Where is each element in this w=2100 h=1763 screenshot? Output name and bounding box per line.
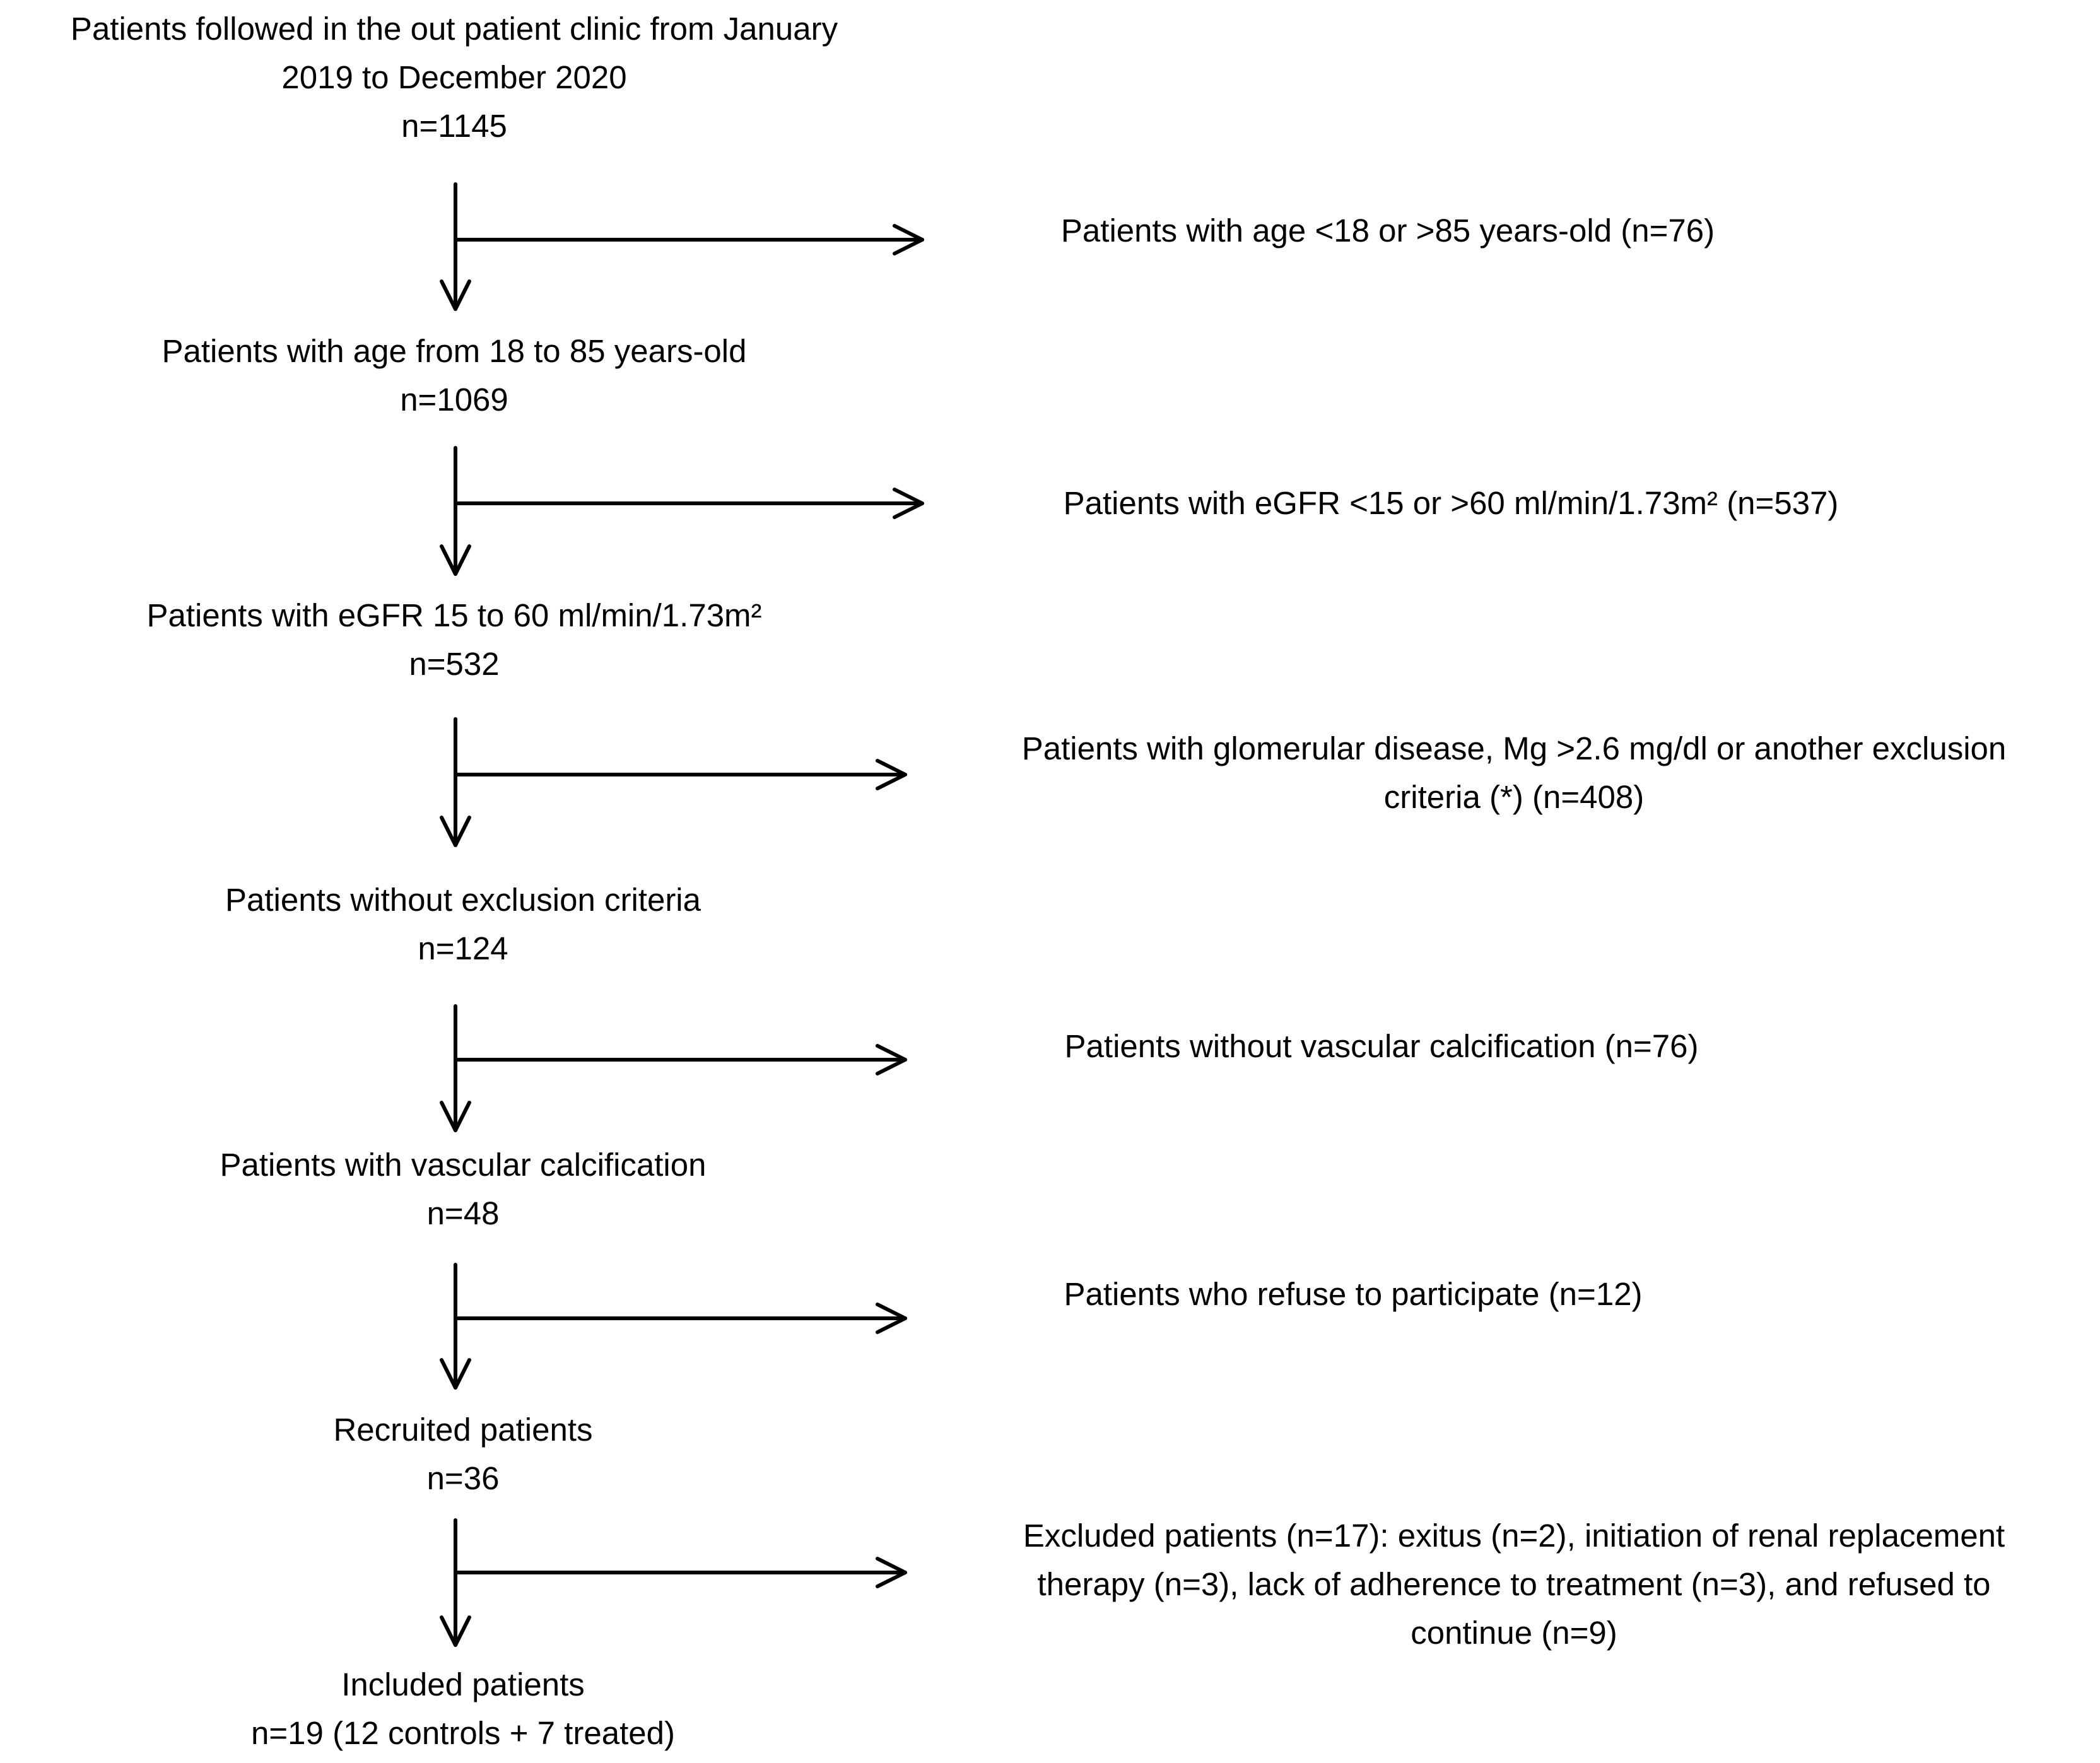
- exclusion-4-line-1: Patients without vascular calcification …: [1064, 1028, 1699, 1064]
- side-arrowhead-1: [893, 224, 924, 255]
- stage-3-line-1: Patients with eGFR 15 to 60 ml/min/1.73m…: [146, 597, 762, 633]
- exclusion-5-line-1: Patients who refuse to participate (n=12…: [1064, 1276, 1643, 1312]
- exclusion-label-3: Patients with glomerular disease, Mg >2.…: [934, 724, 2094, 821]
- side-arrowhead-6: [876, 1557, 907, 1588]
- down-arrowhead-6: [440, 1615, 471, 1647]
- stage-label-6: Recruited patients n=36: [0, 1405, 926, 1502]
- connector-6: [440, 1518, 907, 1647]
- stage-label-4: Patients without exclusion criteria n=12…: [0, 876, 926, 973]
- exclusion-label-1: Patients with age <18 or >85 years-old (…: [946, 206, 1829, 255]
- side-arrowhead-5: [876, 1303, 907, 1334]
- exclusion-6-line-2: therapy (n=3), lack of adherence to trea…: [1037, 1566, 1991, 1602]
- stage-label-7: Included patients n=19 (12 controls + 7 …: [0, 1660, 926, 1757]
- side-arrowhead-2: [893, 488, 924, 519]
- exclusion-6-line-1: Excluded patients (n=17): exitus (n=2), …: [1023, 1518, 2005, 1554]
- stage-2-line-1: Patients with age from 18 to 85 years-ol…: [161, 333, 747, 369]
- stage-7-count: n=19 (12 controls + 7 treated): [251, 1715, 675, 1751]
- exclusion-3-line-1: Patients with glomerular disease, Mg >2.…: [1021, 730, 2007, 766]
- side-arrowhead-3: [876, 759, 907, 790]
- stage-1-line-1: Patients followed in the out patient cli…: [70, 11, 838, 47]
- side-arrowhead-4: [876, 1044, 907, 1075]
- connector-2: [440, 446, 924, 576]
- stage-5-line-1: Patients with vascular calcification: [220, 1147, 707, 1183]
- stage-7-line-1: Included patients: [341, 1666, 585, 1702]
- stage-label-2: Patients with age from 18 to 85 years-ol…: [0, 327, 908, 424]
- exclusion-label-6: Excluded patients (n=17): exitus (n=2), …: [934, 1511, 2094, 1657]
- connector-4: [440, 1004, 907, 1132]
- connector-5: [440, 1263, 907, 1390]
- connector-3: [440, 717, 907, 847]
- exclusion-2-line-1: Patients with eGFR <15 or >60 ml/min/1.7…: [1063, 485, 1839, 521]
- stage-4-count: n=124: [418, 930, 508, 966]
- exclusion-label-4: Patients without vascular calcification …: [946, 1022, 1817, 1070]
- stage-1-line-2: 2019 to December 2020: [281, 59, 627, 95]
- exclusion-label-5: Patients who refuse to participate (n=12…: [946, 1270, 1760, 1318]
- down-arrowhead-1: [440, 279, 471, 311]
- stage-2-count: n=1069: [400, 382, 508, 418]
- stage-6-line-1: Recruited patients: [333, 1412, 593, 1448]
- down-arrowhead-2: [440, 544, 471, 576]
- stage-label-5: Patients with vascular calcification n=4…: [0, 1140, 926, 1238]
- exclusion-label-2: Patients with eGFR <15 or >60 ml/min/1.7…: [946, 479, 1956, 527]
- exclusion-1-line-1: Patients with age <18 or >85 years-old (…: [1060, 213, 1715, 249]
- exclusion-3-line-2: criteria (*) (n=408): [1383, 779, 1645, 815]
- stage-label-1: Patients followed in the out patient cli…: [0, 4, 908, 150]
- stage-3-count: n=532: [409, 646, 500, 682]
- connector-1: [440, 182, 924, 311]
- stage-5-count: n=48: [426, 1195, 500, 1231]
- exclusion-6-line-3: continue (n=9): [1411, 1615, 1617, 1651]
- stage-4-line-1: Patients without exclusion criteria: [225, 882, 701, 918]
- stage-6-count: n=36: [426, 1460, 500, 1496]
- stage-1-count: n=1145: [401, 108, 507, 144]
- down-arrowhead-3: [440, 816, 471, 847]
- down-arrowhead-5: [440, 1358, 471, 1390]
- stage-label-3: Patients with eGFR 15 to 60 ml/min/1.73m…: [0, 591, 908, 688]
- down-arrowhead-4: [440, 1101, 471, 1132]
